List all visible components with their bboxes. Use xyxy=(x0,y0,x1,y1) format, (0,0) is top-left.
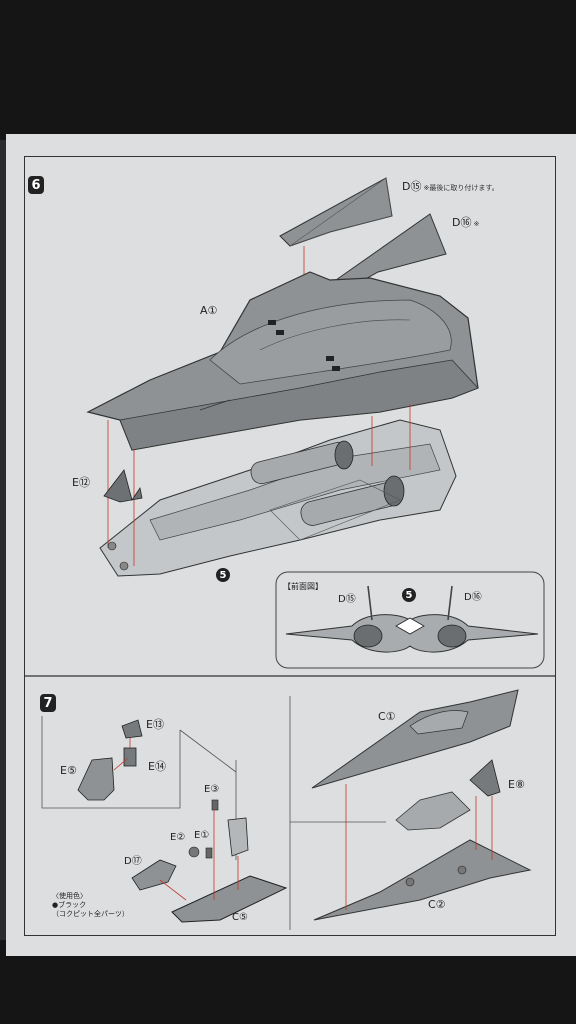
front-view-drawing xyxy=(285,585,539,653)
label-a1: A① xyxy=(200,304,218,317)
engine-left xyxy=(250,440,354,485)
part-e8 xyxy=(469,759,501,797)
instruction-sheet xyxy=(6,134,576,956)
label-e12: E⑫ xyxy=(72,476,90,489)
page-edge xyxy=(0,140,8,940)
part-e5 xyxy=(77,757,115,801)
label-e3: E③ xyxy=(204,784,220,795)
part-e12 xyxy=(103,469,143,503)
part-e2 xyxy=(188,846,200,858)
front-label-d16: D⑯ xyxy=(464,592,482,603)
cockpit-assembly xyxy=(395,791,471,831)
color-note-sub: （コクピット全パーツ） xyxy=(52,910,129,918)
part-e1 xyxy=(205,847,213,859)
label-d17: D⑰ xyxy=(124,856,142,867)
part-c5 xyxy=(171,875,288,923)
part-c2 xyxy=(313,839,532,921)
label-e1: E① xyxy=(194,830,210,841)
front-view-title: 【前面図】 xyxy=(283,582,323,591)
step-5-ref: 5 xyxy=(216,568,230,582)
label-c5: C⑤ xyxy=(232,912,248,923)
label-e2: E② xyxy=(170,832,186,843)
label-d15: D⑮※最後に取り付けます。 xyxy=(402,180,499,193)
label-c2: C② xyxy=(428,898,446,911)
color-note-title: 〈使用色〉 xyxy=(52,892,87,900)
part-e3 xyxy=(211,799,219,811)
color-note: 〈使用色〉 ●ブラック （コクピット全パーツ） xyxy=(52,892,129,919)
page-frame xyxy=(24,156,556,936)
label-e5: E⑤ xyxy=(60,764,77,777)
label-e14: E⑭ xyxy=(148,760,166,773)
part-e-seat xyxy=(227,817,249,857)
label-e8: E⑧ xyxy=(508,778,525,791)
part-d17 xyxy=(131,859,177,891)
step-7-badge: 7 xyxy=(40,694,56,712)
front-step-5-ref: 5 xyxy=(402,588,416,602)
part-e13 xyxy=(121,719,143,739)
front-view-box xyxy=(275,571,545,669)
color-note-item: ●ブラック xyxy=(52,901,87,909)
label-e13: E⑬ xyxy=(146,718,164,731)
step-6-badge: 6 xyxy=(28,176,44,194)
part-d15-fin xyxy=(279,177,393,247)
part-e14 xyxy=(123,747,137,767)
label-d16: D⑯※ xyxy=(452,216,480,229)
label-c1: C① xyxy=(378,710,396,723)
engine-right xyxy=(300,475,405,526)
front-label-d15: D⑮ xyxy=(338,594,356,605)
